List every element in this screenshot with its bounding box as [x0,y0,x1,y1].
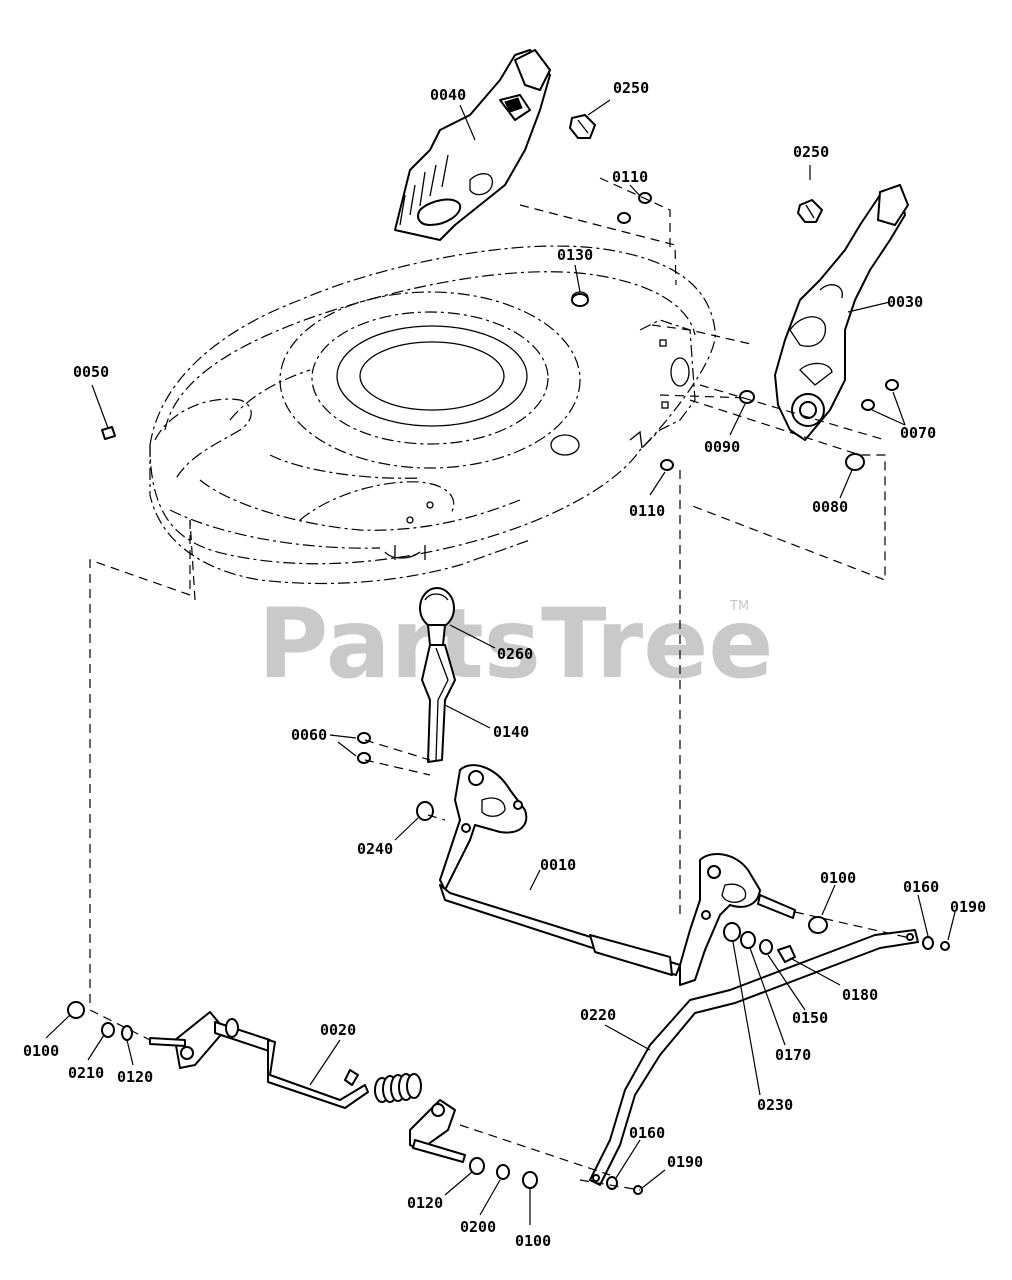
callout-0120-left: 0120 [117,1068,153,1086]
part-0010-rear-axle [439,764,796,986]
callout-0230: 0230 [757,1096,793,1114]
part-0160-clip-right [922,936,934,950]
part-0140-lever [421,644,456,763]
callout-0110-bottom: 0110 [629,502,665,520]
part-0020-front-axle [149,1011,466,1163]
callout-0200: 0200 [460,1218,496,1236]
part-0150-washer [759,939,773,955]
callout-0020: 0020 [320,1021,356,1039]
spring [374,1073,422,1103]
callout-0160-bottom: 0160 [629,1124,665,1142]
part-0250-clip-right [797,199,823,223]
part-0030-height-adjuster [774,184,909,441]
part-0110-nut-bottom [660,459,674,471]
callout-0150: 0150 [792,1009,828,1027]
callout-0040: 0040 [430,86,466,104]
callout-0050: 0050 [73,363,109,381]
callout-0250-top: 0250 [613,79,649,97]
part-0190-pin-bottom [633,1185,643,1195]
part-0070-bolt-b [861,399,875,411]
part-0100-nut-bottom [522,1171,538,1189]
part-0160-clip-bottom [606,1176,618,1190]
callout-0180: 0180 [842,986,878,1004]
part-0170-washer [740,931,756,949]
callout-0010: 0010 [540,856,576,874]
assembly-lines [89,177,911,1191]
part-0040-height-adjuster [394,49,551,241]
callout-0070: 0070 [900,424,936,442]
callout-0190-right: 0190 [950,898,986,916]
callout-0090: 0090 [704,438,740,456]
part-0050-screw [101,426,116,440]
part-0110-nut-top-b [617,212,631,224]
mower-deck [149,245,716,585]
part-0130-plug [571,293,589,307]
part-0200-washer [496,1164,510,1180]
part-0120-bushing-left [121,1025,133,1041]
callout-0140: 0140 [493,723,529,741]
callout-0190-bottom: 0190 [667,1153,703,1171]
part-0060-screw-b [357,752,371,764]
leader-lines [45,99,956,1225]
part-0250-clip-top [569,114,596,139]
callout-0210: 0210 [68,1064,104,1082]
watermark-trademark: TM [729,599,749,614]
part-0090-washer [739,390,755,404]
part-0120-bushing-bottom [469,1157,485,1175]
part-0100-nut-left [67,1001,85,1019]
part-0100-nut-right [808,916,828,934]
part-0190-pin-right [940,941,950,951]
callout-0170: 0170 [775,1046,811,1064]
callout-0260: 0260 [497,645,533,663]
callout-0160-right: 0160 [903,878,939,896]
callout-0060: 0060 [291,726,327,744]
callout-labels: 0040 0250 0250 0110 0130 0030 0050 0070 … [23,79,986,1250]
callout-0240: 0240 [357,840,393,858]
callout-0100-right: 0100 [820,869,856,887]
callout-0100-bottom: 0100 [515,1232,551,1250]
callout-0250-right: 0250 [793,143,829,161]
part-0240-spacer [416,801,434,821]
part-0230-spacer [723,922,741,942]
part-0080-cap [845,453,865,471]
callout-0100-left: 0100 [23,1042,59,1060]
part-0220-link [589,929,919,1186]
callout-0110-top: 0110 [612,168,648,186]
callout-0130: 0130 [557,246,593,264]
part-0070-bolt-a [885,379,899,391]
callout-0220: 0220 [580,1006,616,1024]
callout-0030: 0030 [887,293,923,311]
callout-0120-bottom: 0120 [407,1194,443,1212]
watermark: PartsTree [258,588,773,700]
part-0210-spacer [101,1022,115,1038]
callout-0080: 0080 [812,498,848,516]
